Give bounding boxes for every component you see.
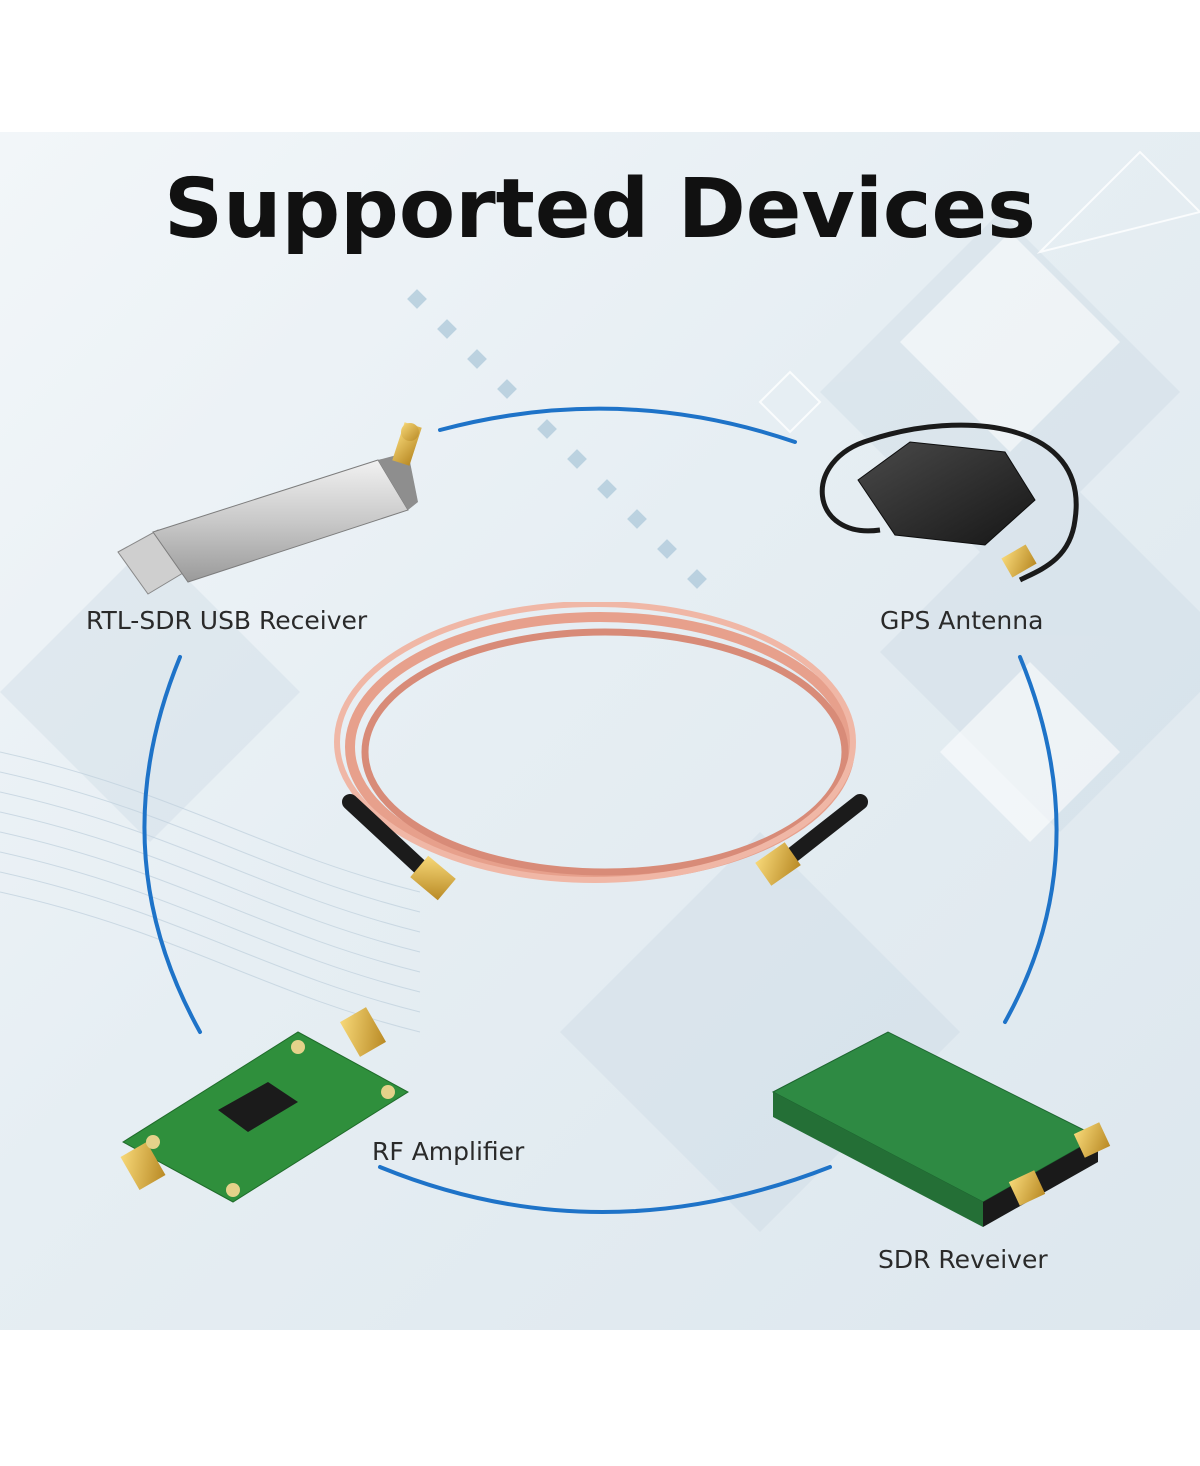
device-label-gps: GPS Antenna xyxy=(880,606,1044,635)
rf-amplifier-icon xyxy=(120,1007,409,1203)
device-label-rtl-sdr: RTL-SDR USB Receiver xyxy=(86,606,368,635)
device-label-sdr-receiver: SDR Reveiver xyxy=(878,1245,1048,1274)
coax-cable-icon xyxy=(334,602,868,901)
device-label-rf-amplifier: RF Amplifier xyxy=(372,1137,525,1166)
connection-ring xyxy=(142,406,1059,1214)
page-title: Supported Devices xyxy=(164,162,1036,257)
product-panel: Supported Devices RTL-SDR USB Receiver G… xyxy=(0,132,1200,1330)
gps-antenna-icon xyxy=(819,422,1079,583)
usb-receiver-icon xyxy=(117,422,422,595)
sdr-receiver-icon xyxy=(771,1031,1111,1227)
